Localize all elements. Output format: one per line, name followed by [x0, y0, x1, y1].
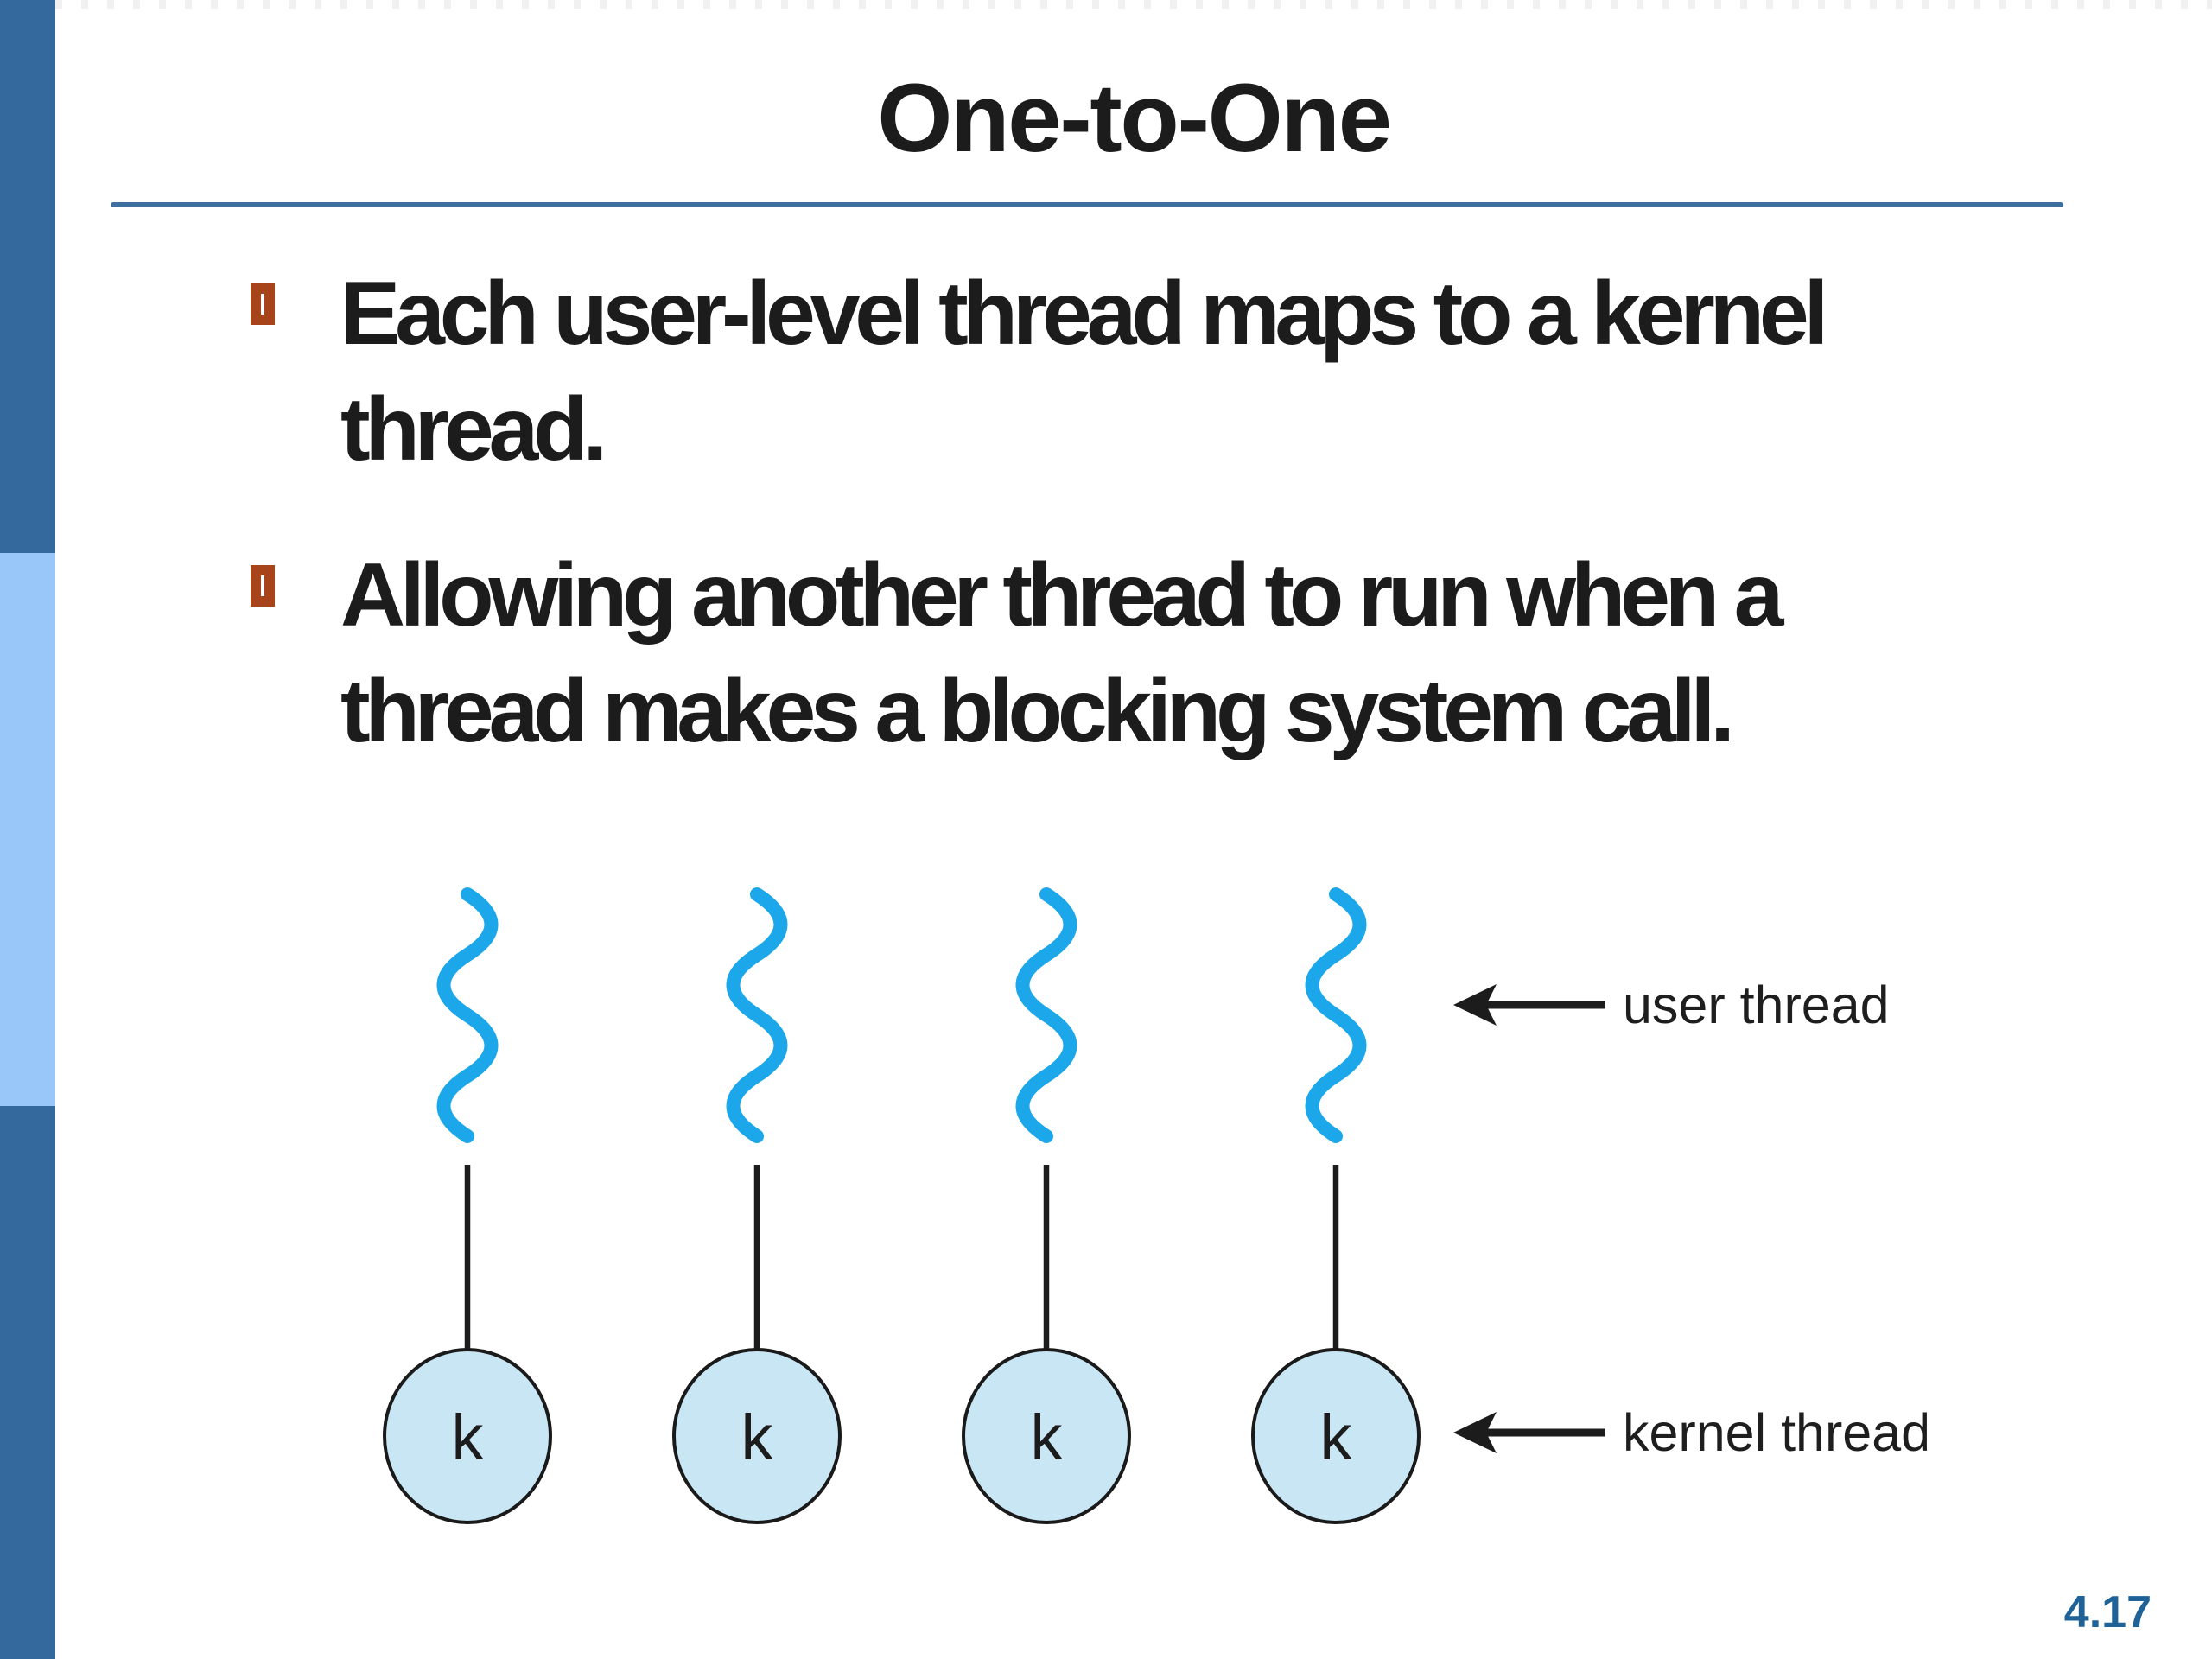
- kernel-thread-circle: [672, 1348, 842, 1524]
- kernel-thread-label: kernel thread: [1623, 1403, 1931, 1462]
- kernel-thread-letter: k: [1031, 1402, 1064, 1473]
- sidebar-segment-bottom: [0, 1106, 55, 1659]
- sidebar-segment-middle: [0, 553, 55, 1106]
- bullet-line: Allowing another thread to run when a: [340, 545, 1784, 645]
- thread-mapping-unit: k: [672, 887, 842, 1524]
- bullet-line: thread.: [340, 379, 607, 480]
- top-edge-artifact: [55, 0, 2212, 9]
- bullet-marker: [251, 283, 275, 325]
- page-number: 4.17: [2063, 1587, 2152, 1637]
- slide-title: One-to-One: [877, 64, 1392, 172]
- user-thread-squiggle-icon: [726, 887, 788, 1143]
- bullet-item: Each user-level thread maps to a kernel …: [251, 256, 2108, 487]
- user-thread-callout: user thread: [1443, 975, 1890, 1035]
- user-thread-squiggle-icon: [436, 887, 499, 1143]
- one-to-one-diagram: k k k k: [381, 873, 1422, 1529]
- bullet-item: Allowing another thread to run when a th…: [251, 537, 2108, 769]
- kernel-thread-circle: [1251, 1348, 1421, 1524]
- sidebar-color-bar: [0, 0, 55, 1659]
- left-arrow-icon: [1453, 1412, 1605, 1453]
- kernel-thread-letter: k: [452, 1402, 485, 1473]
- kernel-thread-letter: k: [741, 1402, 774, 1473]
- user-thread-squiggle-icon: [1015, 887, 1077, 1143]
- bullet-text: Each user-level thread maps to a kernel …: [340, 256, 2108, 487]
- user-thread-squiggle-icon: [1305, 887, 1367, 1143]
- bullet-list: Each user-level thread maps to a kernel …: [251, 256, 2108, 819]
- bullet-marker: [251, 565, 275, 607]
- bullet-text: Allowing another thread to run when a th…: [340, 537, 2108, 769]
- kernel-thread-letter: k: [1320, 1402, 1353, 1473]
- bullet-line: thread makes a blocking system call.: [340, 661, 1735, 761]
- kernel-thread-circle: [383, 1348, 552, 1524]
- bullet-line: Each user-level thread maps to a kernel: [340, 264, 1828, 364]
- title-divider: [111, 202, 2063, 207]
- sidebar-segment-top: [0, 0, 55, 553]
- left-arrow-icon: [1453, 984, 1605, 1026]
- thread-mapping-unit: k: [1251, 887, 1421, 1524]
- user-thread-label: user thread: [1623, 976, 1890, 1034]
- kernel-thread-circle: [962, 1348, 1131, 1524]
- kernel-thread-callout: kernel thread: [1443, 1402, 1930, 1463]
- thread-mapping-unit: k: [383, 887, 552, 1524]
- thread-mapping-unit: k: [962, 887, 1131, 1524]
